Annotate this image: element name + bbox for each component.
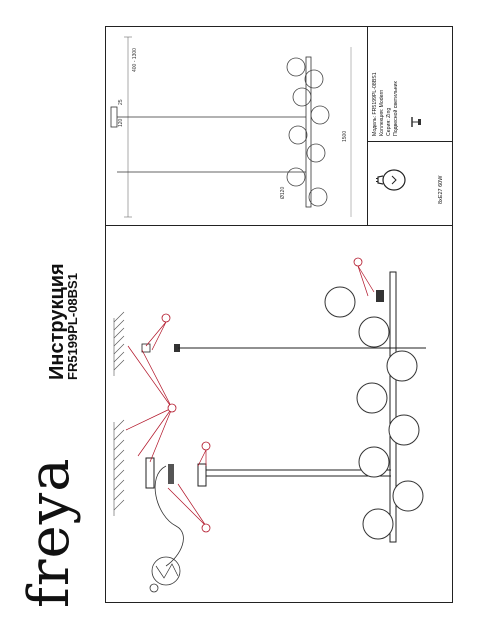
ceiling-hatch bbox=[113, 311, 125, 516]
frame-divider bbox=[105, 225, 453, 226]
dim-shade-label: Ø120 bbox=[280, 187, 286, 199]
spec-row-divider bbox=[367, 141, 453, 142]
frame-right-border bbox=[452, 26, 453, 603]
frame-bottom-border bbox=[105, 602, 453, 603]
spec-type-value: Подвесной светильник bbox=[393, 81, 399, 136]
dim-canopy-height-label: 25 bbox=[118, 99, 124, 105]
brand-logo: freya bbox=[17, 457, 82, 608]
spec-collection-label: Коллекция: bbox=[379, 108, 385, 136]
pendant-type-icon bbox=[411, 117, 421, 127]
model-number: FR5199PL-08BS1 bbox=[65, 273, 80, 380]
frame-left-border bbox=[105, 26, 106, 603]
spec-series-value: Zing bbox=[386, 107, 392, 118]
dim-drop-label: 1500 bbox=[342, 131, 348, 142]
installation-drawing bbox=[113, 257, 426, 593]
spec-model-label: Модель: bbox=[372, 115, 378, 136]
dimension-drawing: 400 - 1300 120 25 1500 Ø120 bbox=[110, 36, 352, 218]
spec-collection-value: Modern bbox=[379, 89, 385, 108]
spec-series-label: Серия: bbox=[386, 119, 392, 136]
frame-top-border bbox=[105, 26, 453, 27]
spec-model-value: FR5199PL-08BS1 bbox=[372, 72, 378, 115]
dim-width-label: 400 - 1300 bbox=[132, 48, 138, 72]
bulb-icon bbox=[376, 169, 406, 191]
dim-canopy-label: 120 bbox=[118, 118, 124, 127]
lamp-label: 8xE27 60W bbox=[438, 175, 444, 204]
spec-block: Модель: FR5199PL-08BS1 Коллекция: Modern… bbox=[372, 72, 400, 136]
spec-column-divider bbox=[367, 26, 368, 225]
